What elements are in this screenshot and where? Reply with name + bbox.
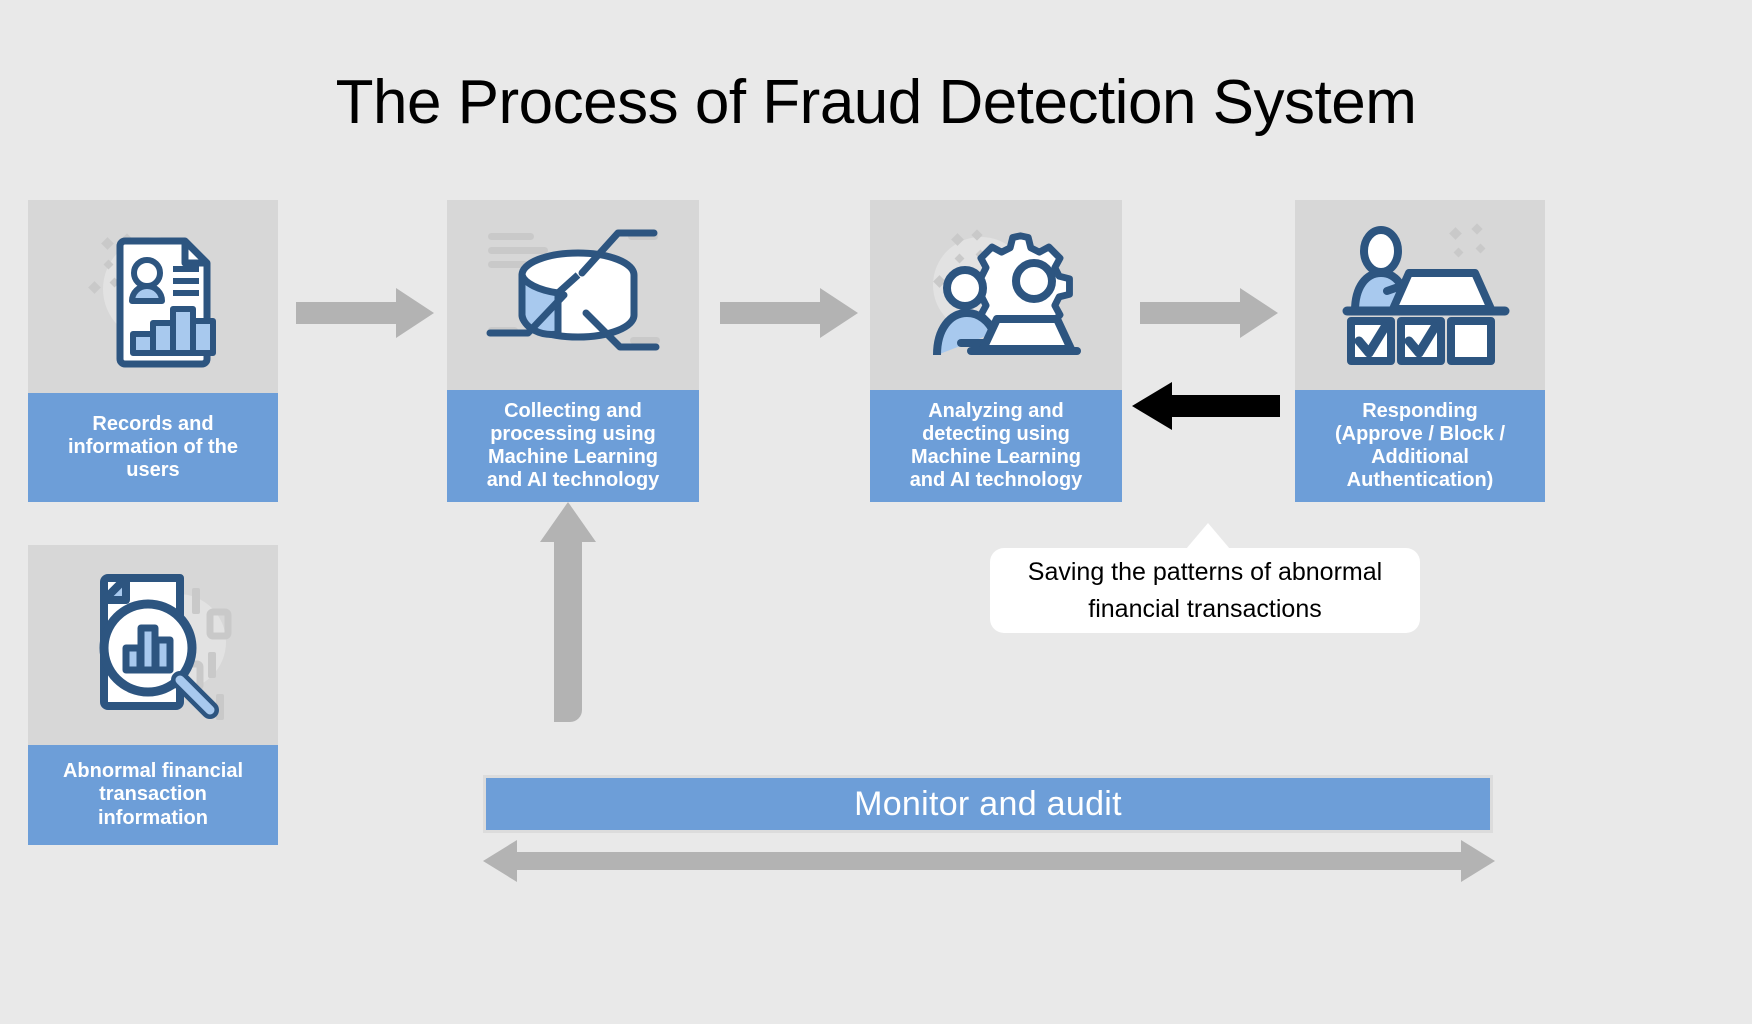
database-cylinder-icon bbox=[486, 229, 660, 351]
double-arrow-monitor-span bbox=[483, 840, 1495, 882]
monitor-and-audit-bar[interactable]: Monitor and audit bbox=[483, 775, 1493, 833]
analyze-label: Analyzing and detecting using Machine Le… bbox=[870, 390, 1122, 502]
callout-tail-icon bbox=[1186, 523, 1230, 549]
arrow-records-to-collect bbox=[296, 288, 434, 338]
person-desk-checkboxes-icon bbox=[1342, 223, 1510, 365]
abnormal-label: Abnormal financial transaction informati… bbox=[28, 745, 278, 845]
arrow-respond-to-analyze bbox=[1132, 382, 1280, 430]
document-magnifier-chart-icon bbox=[99, 574, 232, 720]
monitor-label: Monitor and audit bbox=[854, 784, 1122, 823]
page-title: The Process of Fraud Detection System bbox=[335, 68, 1417, 137]
abnormal-icon-pane bbox=[28, 545, 278, 745]
collect-icon-pane bbox=[447, 200, 699, 390]
respond-icon-pane bbox=[1295, 200, 1545, 390]
analyze-icon-pane bbox=[870, 200, 1122, 390]
arrow-abnormal-to-collect bbox=[294, 502, 596, 722]
respond-label: Responding (Approve / Block / Additional… bbox=[1295, 390, 1545, 502]
arrow-analyze-to-respond bbox=[1140, 288, 1278, 338]
callout-line-1: Saving the patterns of abnormal bbox=[1027, 558, 1383, 587]
collect-label: Collecting and processing using Machine … bbox=[447, 390, 699, 502]
records-label: Records and information of the users bbox=[28, 393, 278, 502]
step-card-abnormal[interactable]: Abnormal financial transaction informati… bbox=[28, 545, 278, 845]
step-card-records[interactable]: Records and information of the users bbox=[28, 200, 278, 502]
records-icon-pane bbox=[28, 200, 278, 393]
callout-bubble: Saving the patterns of abnormal financia… bbox=[990, 523, 1420, 633]
step-card-collecting[interactable]: Collecting and processing using Machine … bbox=[447, 200, 699, 502]
document-person-chart-icon bbox=[88, 232, 216, 367]
step-card-analyzing[interactable]: Analyzing and detecting using Machine Le… bbox=[870, 200, 1122, 502]
step-card-responding[interactable]: Responding (Approve / Block / Additional… bbox=[1295, 200, 1545, 502]
arrow-collect-to-analyze bbox=[720, 288, 858, 338]
person-laptop-gear-icon bbox=[933, 229, 1081, 356]
callout-line-2: financial transactions bbox=[1088, 594, 1322, 623]
